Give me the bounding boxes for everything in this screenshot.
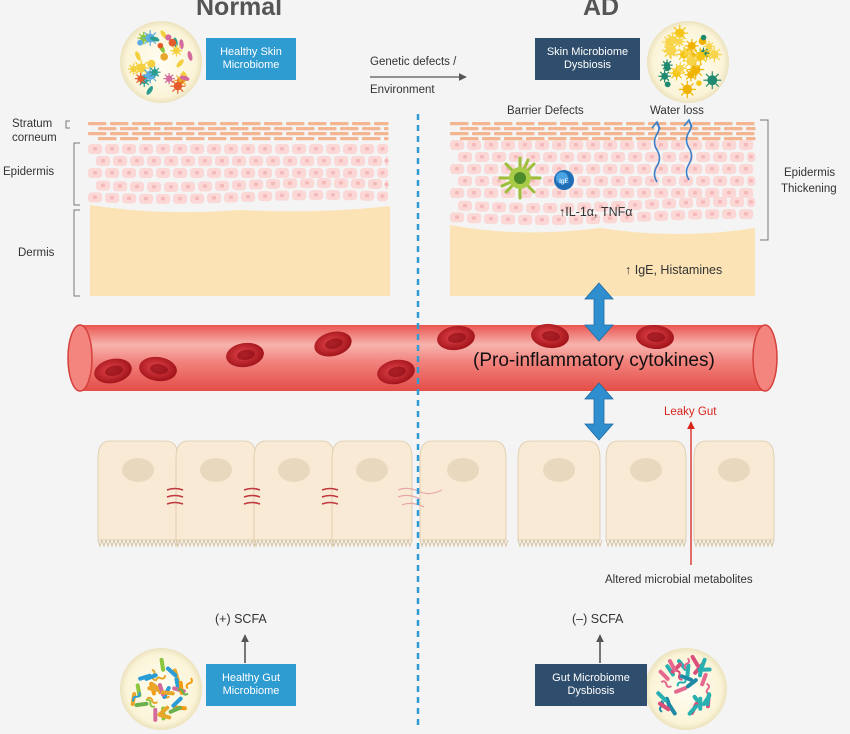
left-layer-brackets — [65, 120, 80, 297]
blood-vessel — [67, 323, 778, 392]
transition-label-line1: Genetic defects / — [370, 56, 457, 68]
dermis-label: Dermis — [18, 247, 55, 259]
water-loss-arrows — [651, 118, 693, 183]
healthy-skin-microbiome-label: Healthy Skin Microbiome — [206, 38, 296, 80]
healthy-skin-microbiome-icon — [120, 21, 202, 103]
epidermis-label: Epidermis — [3, 166, 55, 178]
gut-cell-8 — [693, 440, 775, 548]
gut-cell-7 — [605, 440, 687, 548]
red-blood-cell-4 — [314, 331, 352, 357]
altered-metabolites-label: Altered microbial metabolites — [605, 574, 753, 586]
gut-cell-3 — [253, 440, 335, 548]
red-blood-cell-3 — [226, 342, 264, 368]
red-blood-cell-8 — [636, 324, 674, 350]
gut-cell-1 — [97, 440, 179, 548]
barrier-defects-label: Barrier Defects — [507, 105, 584, 117]
normal-stratum-corneum — [88, 122, 389, 141]
ad-heading: AD — [583, 0, 620, 21]
right-epidermis-bracket — [760, 119, 769, 241]
ad-stratum-corneum — [450, 122, 756, 141]
gut-dysbiosis-microbiome-icon — [645, 648, 727, 730]
normal-heading: Normal — [196, 0, 283, 21]
epidermis-thickening-line2: Thickening — [781, 183, 837, 195]
ad-dermis-layer — [450, 225, 755, 296]
dendritic-cell-icon — [498, 156, 542, 200]
pro-inflammatory-cytokines-label: (Pro-inflammatory cytokines) — [473, 350, 715, 371]
healthy-gut-microbiome-icon — [120, 648, 202, 730]
red-blood-cell-1 — [94, 358, 132, 384]
gut-cell-5 — [419, 440, 509, 548]
normal-dermis-layer — [90, 205, 390, 296]
water-loss-label: Water loss — [650, 105, 704, 117]
normal-skin-section — [88, 122, 390, 296]
epidermis-thickening-line1: Epidermis — [784, 167, 836, 179]
gut-cell-6 — [517, 440, 603, 548]
red-blood-cell-6 — [437, 325, 475, 351]
ad-epidermis-cells — [450, 140, 756, 225]
skin-dysbiosis-label: Skin Microbiome Dysbiosis — [535, 38, 640, 80]
vessel-gut-double-arrow — [584, 382, 614, 441]
red-blood-cell-7 — [531, 323, 569, 349]
gut-dysbiosis-label: Gut Microbiome Dysbiosis — [535, 664, 647, 706]
healthy-gut-microbiome-label: Healthy Gut Microbiome — [206, 664, 296, 706]
red-blood-cells — [94, 323, 674, 385]
skin-vessel-double-arrow — [584, 282, 614, 342]
tight-junctions — [166, 487, 443, 508]
intestinal-epithelium — [97, 440, 775, 548]
scfa-negative-label: (–) SCFA — [572, 612, 624, 626]
ige-cell-label: IgE — [559, 178, 569, 185]
normal-epidermis-cells — [88, 144, 389, 204]
red-blood-cell-2 — [139, 356, 177, 382]
il1a-tnfa-label: ↑IL-1α, TNFα — [559, 205, 633, 219]
leaky-gut-label: Leaky Gut — [664, 406, 717, 418]
stratum-corneum-label-line2: corneum — [12, 132, 57, 144]
red-blood-cell-5 — [377, 359, 415, 385]
stratum-corneum-label-line1: Stratum — [12, 118, 53, 130]
transition-label-line2: Environment — [370, 84, 435, 96]
scfa-positive-label: (+) SCFA — [215, 612, 267, 626]
gut-cell-4 — [331, 440, 413, 548]
skin-dysbiosis-microbiome-icon — [647, 21, 729, 103]
gut-cell-2 — [175, 440, 257, 548]
ige-cell-icon: IgE — [554, 170, 574, 190]
ad-skin-section: IgE — [450, 118, 756, 296]
ige-histamines-label: ↑ IgE, Histamines — [625, 263, 723, 277]
